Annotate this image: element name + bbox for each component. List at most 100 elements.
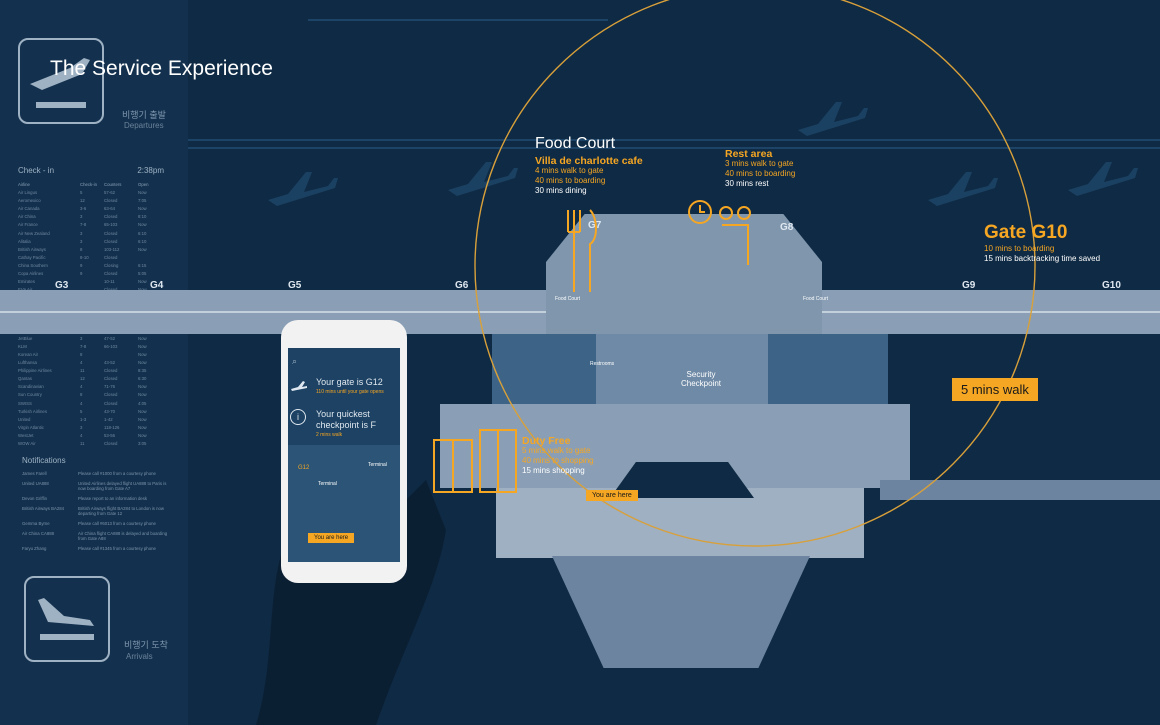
notification-message: Air China flight CA888 is delayed and bo… xyxy=(78,531,168,541)
board-cell: Closed xyxy=(104,376,118,382)
board-cell: 3:05 xyxy=(138,441,147,446)
duty-free-info: Duty Free 5 mins walk to gate 40 mins to… xyxy=(522,436,594,476)
board-cell: Closed xyxy=(104,238,118,244)
board-cell: 57-62 xyxy=(104,190,115,196)
notification-name: British Airways BA284 xyxy=(22,506,65,511)
board-cell: 3-6 xyxy=(80,206,87,212)
phone-map-terminal: Terminal xyxy=(318,481,337,487)
board-cell: 7-8 xyxy=(80,222,87,228)
board-cell: 53-56 xyxy=(104,432,115,438)
board-cell: 8:10 xyxy=(138,214,147,220)
board-cell: Air Canada xyxy=(18,206,40,212)
arrivals-icon-box xyxy=(24,576,110,662)
terminal-hub xyxy=(546,214,822,334)
notification-item[interactable]: Air China CA888 Air China flight CA888 is… xyxy=(22,531,172,541)
board-cell: Now xyxy=(138,424,147,430)
board-cell: 5:05 xyxy=(138,271,147,277)
notification-name: Faryu Zhang xyxy=(22,546,47,551)
notification-message: Please report to an information desk xyxy=(78,496,148,501)
board-cell: 3 xyxy=(80,214,83,220)
phone-map-terminal-b: Terminal xyxy=(368,462,387,468)
notification-message: Please call #1000 from a courtesy phone xyxy=(78,471,156,476)
board-cell: EVA Air xyxy=(18,286,80,294)
food-court-name: Villa de charlotte cafe xyxy=(535,155,643,167)
board-cell: Closed xyxy=(104,230,118,236)
gate-g10-line: 15 mins backtracking time saved xyxy=(984,254,1101,263)
notification-item[interactable]: Faryu Zhang Please call #1345 from a cour… xyxy=(22,546,172,551)
notification-name: Air China CA888 xyxy=(22,531,55,536)
board-col: Airline xyxy=(18,182,30,187)
board-cell: 7:05 xyxy=(138,198,147,204)
board-cell: Closing xyxy=(104,262,119,268)
duty-free-line: 15 mins shopping xyxy=(522,466,585,475)
board-cell xyxy=(138,254,164,262)
board-cell: Now xyxy=(138,360,147,366)
plane-silhouette xyxy=(448,162,518,196)
board-cell: 3 xyxy=(80,238,83,244)
board-cell: 4 xyxy=(80,432,83,438)
board-cell: 5 xyxy=(80,408,83,414)
board-row: EVA AirClosedNow xyxy=(18,286,164,294)
plane-silhouette xyxy=(1068,162,1138,196)
board-cell: Scandinavian xyxy=(18,384,44,390)
board-cell: Now xyxy=(138,206,147,212)
board-cell: 9 xyxy=(80,271,83,277)
board-cell: 3 xyxy=(80,335,83,341)
board-cell: Now xyxy=(138,335,147,341)
gate-label-g9: G9 xyxy=(962,280,976,291)
board-cell: 6:10 xyxy=(138,238,147,244)
departures-label-kr: 비행기 출발 xyxy=(122,110,166,120)
phone-search-icon[interactable]: ⌕ xyxy=(292,356,298,366)
board-cell: 12 xyxy=(80,376,85,382)
notification-item[interactable]: United UA888 United Airlines delayed flig… xyxy=(22,481,172,491)
rest-area-line: 3 mins walk to gate xyxy=(725,159,794,168)
board-cell: Closed xyxy=(104,198,118,204)
board-cell: Sun Country xyxy=(18,392,42,398)
background-planes xyxy=(188,19,1160,206)
gate-label-g5: G5 xyxy=(288,280,302,291)
board-cell: Now xyxy=(138,384,147,390)
gate-label-g7: G7 xyxy=(588,220,602,231)
board-cell: Copa Airlines xyxy=(18,271,44,277)
notification-name: United UA888 xyxy=(22,481,49,486)
phone-checkpoint-sub: 2 mins walk xyxy=(316,432,343,438)
gate-label-g3: G3 xyxy=(55,280,69,291)
food-court-line: 30 mins dining xyxy=(535,186,587,195)
board-cell: Now xyxy=(138,408,147,414)
departures-label-en: Departures xyxy=(124,121,164,130)
board-cell xyxy=(104,351,138,359)
board-cell: 118-126 xyxy=(104,424,120,430)
board-cell: 4 xyxy=(80,360,83,366)
board-cell: 1-3 xyxy=(80,416,87,422)
gate-g10-line: 10 mins to boarding xyxy=(984,244,1055,253)
board-cell: Virgin Atlantic xyxy=(18,424,44,430)
board-col: Check-in xyxy=(80,182,97,187)
notification-name: Gemma Byrne xyxy=(22,521,50,526)
duty-free-line: 5 mins walk to gate xyxy=(522,446,591,455)
notification-message: Please call #1345 from a courtesy phone xyxy=(78,546,156,551)
notification-message: United Airlines delayed flight UA888 to … xyxy=(78,481,167,491)
board-cell: KLM xyxy=(18,343,27,349)
board-cell: 8 xyxy=(80,392,83,398)
board-cell: Now xyxy=(138,392,147,398)
board-cell: 3 xyxy=(80,230,83,236)
board-cell: Turkish Airlines xyxy=(18,408,47,414)
